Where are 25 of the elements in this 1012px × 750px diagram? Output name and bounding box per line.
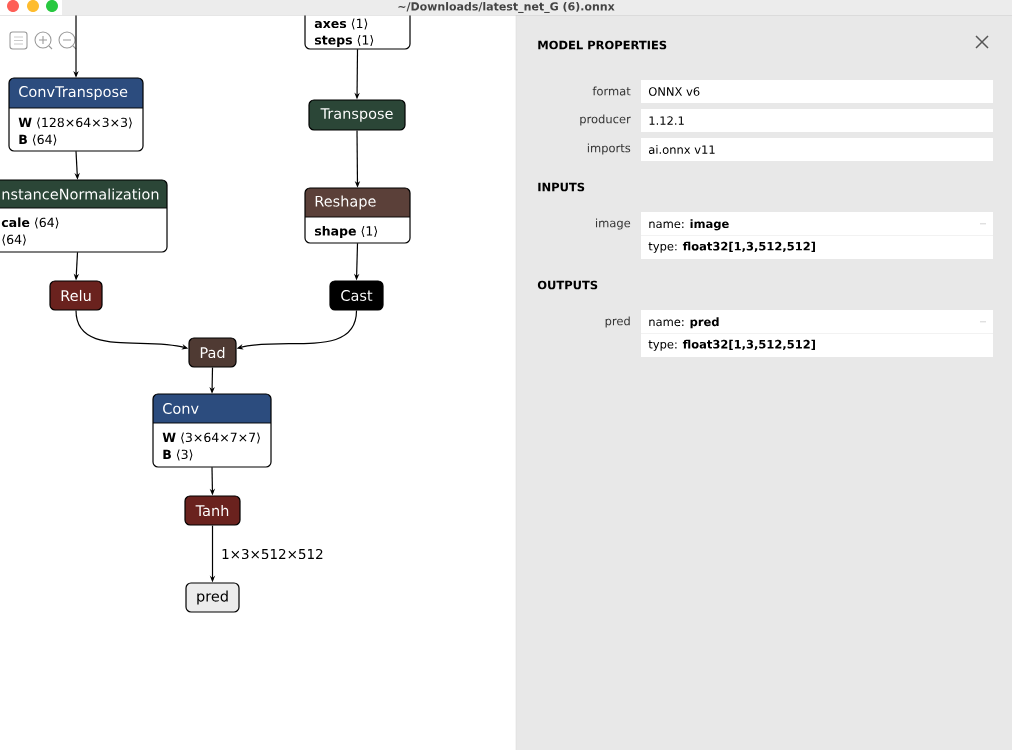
operator-node: Reshape shape ⟨1⟩ bbox=[304, 187, 411, 244]
value-field: ai.onnx v11 bbox=[641, 138, 993, 161]
section-heading: MODEL PROPERTIES bbox=[538, 40, 667, 50]
property-card: name: image type: float32[1,3,512,512] bbox=[640, 212, 994, 259]
operator-node: Pad bbox=[188, 337, 237, 368]
property-label: producer bbox=[580, 114, 631, 126]
operator-node: Transpose bbox=[308, 99, 406, 131]
operator-node: nstanceNormalization cale ⟨64⟩ ⟨64⟩ bbox=[0, 179, 168, 253]
property-label: pred bbox=[605, 316, 630, 328]
property-card: name: pred type: float32[1,3,512,512] bbox=[640, 310, 994, 357]
operator-node: ConvTranspose W ⟨128×64×3×3⟩ B ⟨64⟩ bbox=[8, 77, 144, 152]
operator-node: Cast bbox=[329, 280, 384, 311]
title-bar: ~/Downloads/latest_net_G (6).onnx bbox=[62, 0, 1012, 15]
value-field: 1.12.1 bbox=[641, 109, 993, 132]
edge-label: 1×3×512×512 bbox=[222, 548, 323, 560]
section-heading: OUTPUTS bbox=[537, 280, 598, 290]
output-node: pred bbox=[185, 582, 240, 613]
property-label: image bbox=[596, 218, 631, 230]
property-label: imports bbox=[587, 143, 631, 155]
operator-node: Conv W ⟨3×64×7×7⟩ B ⟨3⟩ bbox=[152, 393, 272, 468]
operator-node: Tanh bbox=[184, 495, 241, 526]
value-field: ONNX v6 bbox=[641, 80, 993, 103]
section-heading: INPUTS bbox=[538, 182, 585, 192]
property-label: format bbox=[592, 86, 631, 96]
operator-node: Relu bbox=[49, 280, 103, 311]
